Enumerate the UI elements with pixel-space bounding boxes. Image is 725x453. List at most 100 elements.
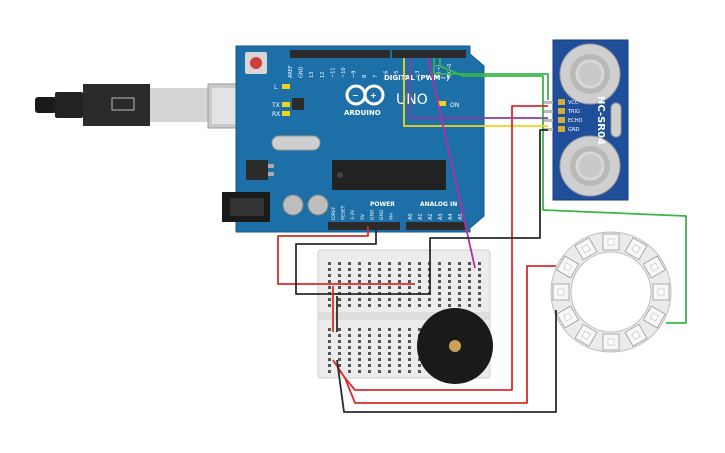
breadboard-hole xyxy=(398,274,401,277)
analog-label: ANALOG IN xyxy=(420,201,457,208)
breadboard-hole xyxy=(408,262,411,265)
breadboard-hole xyxy=(408,334,411,337)
brand-label: ARDUINO xyxy=(344,109,381,117)
breadboard-hole xyxy=(468,286,471,289)
breadboard-hole xyxy=(348,280,351,283)
breadboard-hole xyxy=(408,352,411,355)
breadboard-hole xyxy=(478,262,481,265)
breadboard-hole xyxy=(328,352,331,355)
breadboard-hole xyxy=(358,298,361,301)
breadboard-hole xyxy=(398,286,401,289)
breadboard-hole xyxy=(418,268,421,271)
breadboard-hole xyxy=(388,364,391,367)
breadboard-hole xyxy=(468,298,471,301)
power-pin-label: GND xyxy=(379,209,385,220)
breadboard-hole xyxy=(338,274,341,277)
breadboard-hole xyxy=(408,268,411,271)
breadboard-hole xyxy=(398,352,401,355)
digital-pin-label: ~6 xyxy=(383,71,389,78)
digital-pin-label: ~9 xyxy=(352,71,358,78)
ring-led xyxy=(624,323,648,347)
breadboard-hole xyxy=(438,274,441,277)
breadboard-hole xyxy=(338,280,341,283)
sensor-pin-label: GND xyxy=(568,127,580,133)
digital-pin-label: AREF xyxy=(288,65,294,78)
breadboard-hole xyxy=(338,268,341,271)
breadboard-hole xyxy=(448,274,451,277)
breadboard-hole xyxy=(358,340,361,343)
breadboard-hole xyxy=(338,262,341,265)
breadboard-hole xyxy=(328,328,331,331)
breadboard-hole xyxy=(408,286,411,289)
breadboard-hole xyxy=(458,298,461,301)
breadboard-hole xyxy=(358,370,361,373)
breadboard-hole xyxy=(348,286,351,289)
red-wire-ring xyxy=(332,265,556,404)
breadboard-hole xyxy=(458,262,461,265)
breadboard-hole xyxy=(418,364,421,367)
breadboard-hole xyxy=(348,268,351,271)
breadboard-hole xyxy=(468,274,471,277)
breadboard-hole xyxy=(358,274,361,277)
breadboard-hole xyxy=(358,286,361,289)
breadboard-hole xyxy=(368,286,371,289)
breadboard-hole xyxy=(378,286,381,289)
ring-leds xyxy=(552,233,670,351)
green-wire xyxy=(433,58,549,100)
breadboard-hole xyxy=(478,298,481,301)
breadboard-hole xyxy=(368,346,371,349)
sensor-model-label: HC-SR04 xyxy=(595,96,606,145)
breadboard-hole xyxy=(378,298,381,301)
analog-pin-label: A4 xyxy=(448,213,454,220)
ring-led xyxy=(574,237,598,261)
breadboard-hole xyxy=(368,268,371,271)
breadboard-hole xyxy=(348,340,351,343)
breadboard-hole xyxy=(358,280,361,283)
breadboard-hole xyxy=(418,280,421,283)
on-label: ON xyxy=(450,102,459,109)
breadboard-hole xyxy=(338,346,341,349)
breadboard-hole xyxy=(338,334,341,337)
digital-pin-label: ~3 xyxy=(415,71,421,78)
usb-cable xyxy=(35,83,271,129)
breadboard-hole xyxy=(448,298,451,301)
breadboard-hole xyxy=(378,268,381,271)
breadboard-hole xyxy=(418,274,421,277)
breadboard-hole xyxy=(478,274,481,277)
breadboard-hole xyxy=(448,304,451,307)
breadboard-hole xyxy=(458,268,461,271)
breadboard-hole xyxy=(348,352,351,355)
breadboard-hole xyxy=(418,298,421,301)
tx-label: TX xyxy=(271,102,280,109)
breadboard-hole xyxy=(338,340,341,343)
breadboard-hole xyxy=(348,298,351,301)
breadboard-hole xyxy=(388,280,391,283)
breadboard-hole xyxy=(388,286,391,289)
digital-pin-label: ~5 xyxy=(394,71,400,78)
breadboard-hole xyxy=(368,358,371,361)
breadboard-hole xyxy=(328,364,331,367)
breadboard-hole xyxy=(418,286,421,289)
breadboard-hole xyxy=(368,280,371,283)
breadboard-hole xyxy=(408,274,411,277)
breadboard-hole xyxy=(418,262,421,265)
breadboard-hole xyxy=(328,334,331,337)
breadboard-hole xyxy=(438,262,441,265)
breadboard-hole xyxy=(378,328,381,331)
breadboard-hole xyxy=(438,280,441,283)
breadboard-hole xyxy=(358,364,361,367)
breadboard-hole xyxy=(328,370,331,373)
breadboard-hole xyxy=(348,334,351,337)
breadboard-hole xyxy=(448,292,451,295)
breadboard-hole xyxy=(358,352,361,355)
breadboard-hole xyxy=(358,328,361,331)
power-pin-label: GND xyxy=(369,209,375,220)
svg-text:−: − xyxy=(352,91,359,100)
breadboard-hole xyxy=(368,352,371,355)
breadboard-hole xyxy=(368,370,371,373)
breadboard-hole xyxy=(368,262,371,265)
green-wire-2 xyxy=(439,58,687,324)
breadboard-hole xyxy=(478,280,481,283)
magenta-wire xyxy=(427,57,476,269)
